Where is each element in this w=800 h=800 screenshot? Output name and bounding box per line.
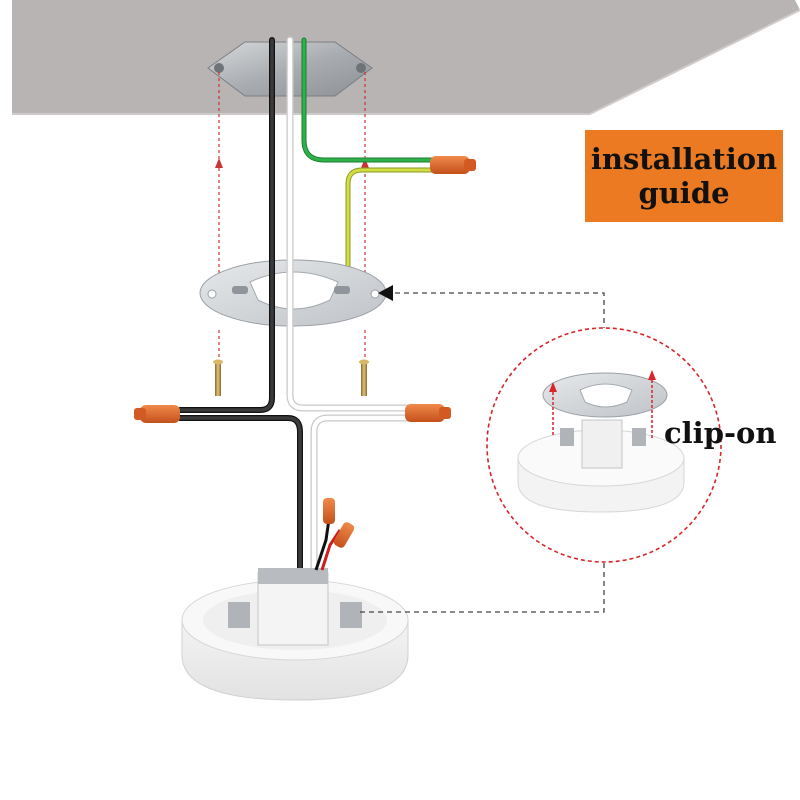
clip-on-label: clip-on (664, 416, 777, 450)
title-badge: installation guide (585, 130, 783, 222)
connector-lines (358, 292, 605, 613)
ceiling (12, 0, 800, 115)
white-wire (286, 36, 412, 594)
title-line-1: installation (590, 142, 778, 176)
pointer-arrow-icon (378, 285, 393, 301)
mounting-screws (213, 359, 369, 396)
wire-nuts (134, 156, 476, 423)
guide-lines (215, 72, 369, 360)
black-wire (177, 37, 303, 593)
clip-on-callout (486, 327, 722, 563)
ground-wires (301, 37, 435, 285)
title-line-2: guide (638, 176, 730, 210)
light-fixture (181, 498, 409, 701)
